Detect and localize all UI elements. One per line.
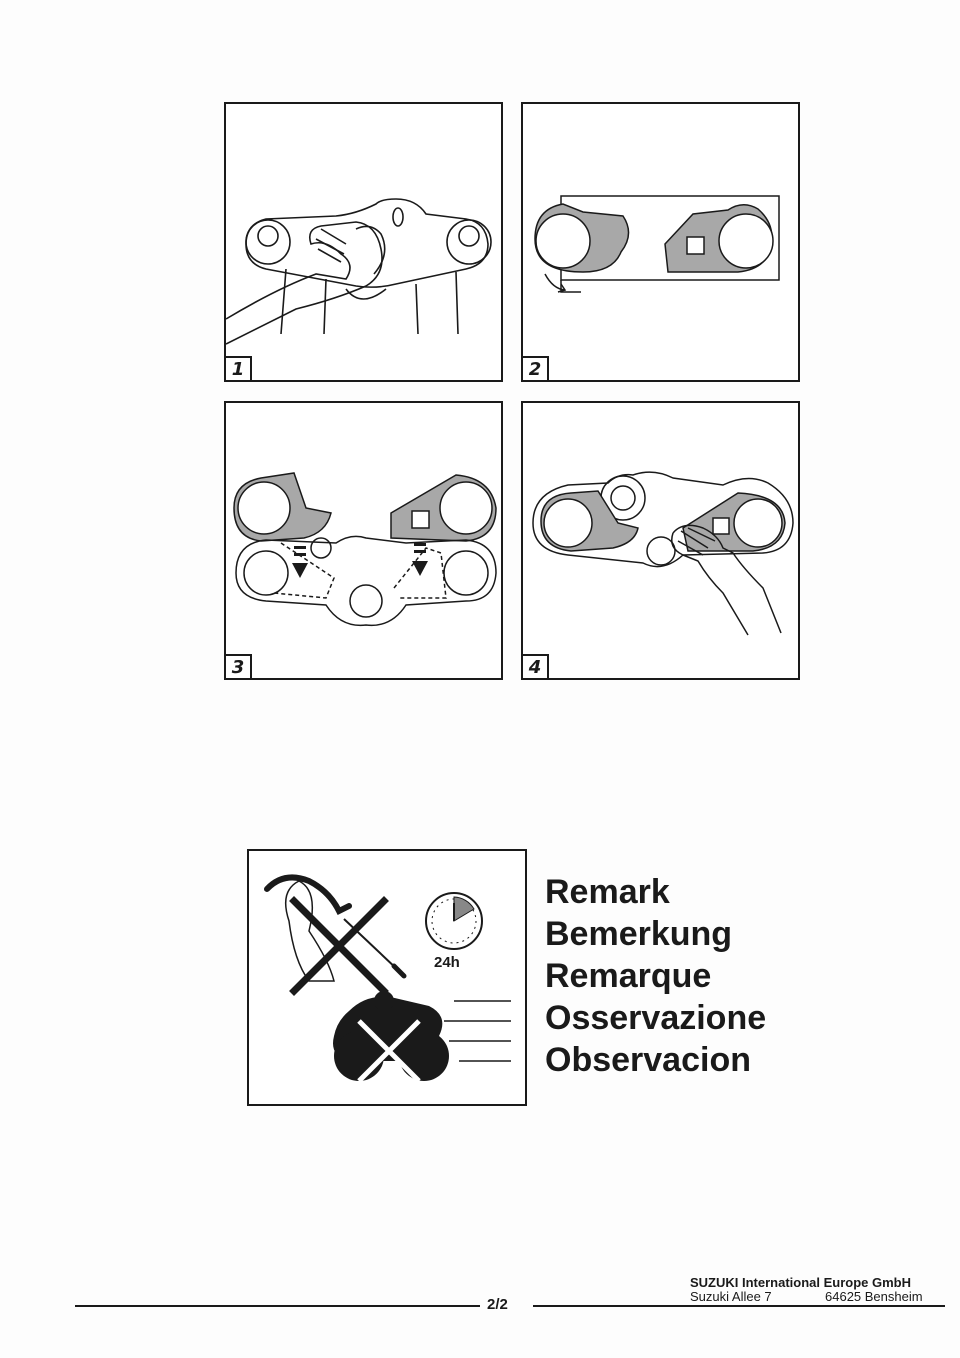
step-3-panel: 3: [224, 401, 503, 680]
no-riding-icon: [333, 991, 511, 1083]
peel-backing-icon: [534, 195, 780, 293]
step-number: 1: [226, 356, 252, 380]
wipe-clean-icon: [226, 198, 492, 345]
step-number: 3: [226, 654, 252, 678]
hours-label: 24h: [434, 954, 460, 971]
page-number: 2/2: [487, 1296, 508, 1313]
apply-sticker-icon: [233, 472, 497, 627]
press-sticker-icon: [532, 471, 794, 636]
step-1-panel: 1: [224, 102, 503, 382]
no-washing-icon: [264, 874, 407, 996]
remark-label-es: Observacion: [545, 1041, 751, 1079]
remark-label-it: Osservazione: [545, 999, 767, 1037]
remark-label-en: Remark: [545, 873, 670, 911]
footer-rule-right: [533, 1305, 945, 1307]
company-city: 64625 Bensheim: [825, 1289, 923, 1304]
step-number: 2: [523, 356, 549, 380]
remark-label-de: Bemerkung: [545, 915, 733, 953]
step-4-panel: 4: [521, 401, 800, 680]
footer-rule-left: [75, 1305, 480, 1307]
remark-icons: [264, 874, 511, 1083]
clock-icon: [425, 892, 483, 950]
company-name: SUZUKI International Europe GmbH: [690, 1275, 912, 1290]
remark-label-fr: Remarque: [545, 957, 712, 995]
step-2-panel: 2: [521, 102, 800, 382]
step-number: 4: [523, 654, 549, 678]
company-street: Suzuki Allee 7: [690, 1289, 772, 1304]
remark-illustration: 24h: [247, 849, 527, 1106]
